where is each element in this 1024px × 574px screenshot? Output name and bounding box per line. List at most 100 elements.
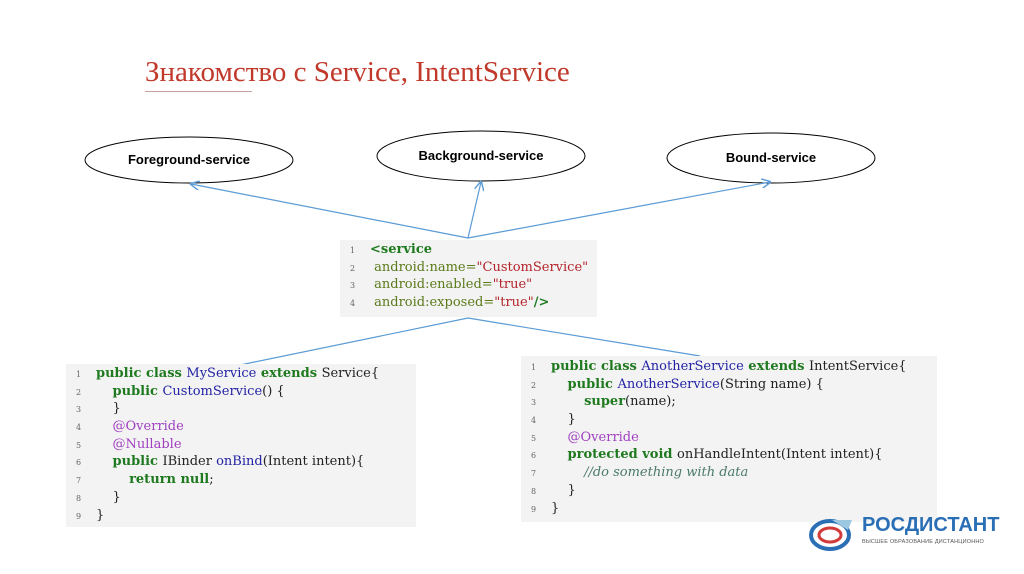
code-token: android:exposed= bbox=[370, 295, 495, 311]
code-token: } bbox=[551, 500, 560, 516]
code-token: public class bbox=[551, 359, 642, 374]
code-token: @Override bbox=[96, 419, 184, 435]
arrow-bound bbox=[467, 182, 770, 239]
code-token: extends bbox=[256, 366, 322, 381]
line-number: 4 bbox=[531, 416, 537, 426]
code-line: 8 } bbox=[521, 482, 937, 500]
code-line: 2 public CustomService() { bbox=[66, 383, 416, 401]
code-token bbox=[96, 384, 113, 399]
code-token: android:name= bbox=[370, 259, 477, 275]
line-number: 6 bbox=[531, 451, 537, 461]
code-token bbox=[551, 394, 584, 409]
slide-title: Знакомство с Service, IntentService bbox=[145, 56, 570, 88]
code-line: 4 } bbox=[521, 411, 937, 429]
line-number: 4 bbox=[76, 423, 82, 433]
code-line: 5 @Override bbox=[521, 429, 937, 447]
code-token bbox=[96, 454, 113, 469]
code-token: "true" bbox=[494, 295, 534, 311]
link-intentservice bbox=[467, 317, 701, 357]
code-token: ; bbox=[209, 472, 214, 488]
code-token: MyService bbox=[186, 366, 257, 381]
code-line: 6 protected void onHandleIntent(Intent i… bbox=[521, 446, 937, 464]
code-token: android:enabled= bbox=[370, 277, 493, 293]
code-token: AnotherService bbox=[641, 359, 744, 374]
line-number: 9 bbox=[76, 511, 82, 521]
line-number: 8 bbox=[531, 486, 537, 496]
line-number: 2 bbox=[76, 387, 82, 397]
line-number: 6 bbox=[76, 458, 82, 468]
code-line: 7 //do something with data bbox=[521, 464, 937, 482]
code-token: <service bbox=[370, 242, 433, 257]
code-token: public bbox=[112, 383, 163, 399]
code-token: //do something with data bbox=[584, 465, 749, 481]
code-token: public class bbox=[96, 366, 187, 381]
line-number: 7 bbox=[76, 476, 82, 486]
code-line: 9} bbox=[66, 507, 416, 525]
title-underline bbox=[145, 91, 252, 92]
code-token: extends bbox=[743, 359, 809, 374]
code-line: 4 @Override bbox=[66, 418, 416, 436]
code-token: return null bbox=[129, 472, 210, 488]
code-token: "true" bbox=[492, 277, 533, 293]
line-number: 9 bbox=[531, 504, 537, 514]
code-token: CustomService bbox=[162, 383, 263, 399]
code-token: super bbox=[584, 394, 626, 410]
code-line: 1 <service bbox=[340, 241, 597, 259]
code-line: 7 return null; bbox=[66, 471, 416, 489]
code-line: 5 @Nullable bbox=[66, 436, 416, 454]
code-token: /> bbox=[533, 295, 550, 311]
code-token: (Intent intent){ bbox=[262, 454, 365, 470]
code-token: } bbox=[96, 401, 121, 417]
myservice-snippet: 1 public class MyService extends Service{… bbox=[66, 364, 416, 527]
code-line: 2 public AnotherService(String name) { bbox=[521, 376, 937, 394]
line-number: 3 bbox=[76, 405, 82, 415]
code-line: 3 android:enabled="true" bbox=[340, 276, 597, 294]
line-number: 5 bbox=[76, 440, 82, 450]
arrow-foreground bbox=[191, 184, 469, 239]
logo-icon bbox=[809, 519, 852, 551]
code-token bbox=[551, 447, 568, 462]
code-token: Service{ bbox=[321, 366, 380, 381]
code-token bbox=[551, 377, 568, 392]
arrow-background bbox=[467, 182, 481, 239]
code-line: 8 } bbox=[66, 489, 416, 507]
label-foreground: Foreground-service bbox=[127, 152, 251, 167]
logo-name: РОСДИСТАНТ bbox=[862, 514, 1000, 536]
line-number: 1 bbox=[76, 370, 82, 379]
line-number: 5 bbox=[531, 433, 537, 443]
code-token: "CustomService" bbox=[476, 259, 589, 275]
line-number: 3 bbox=[350, 281, 356, 291]
line-number: 1 bbox=[350, 246, 356, 255]
code-token: onBind bbox=[216, 454, 263, 470]
code-line: 6 public IBinder onBind(Intent intent){ bbox=[66, 453, 416, 471]
code-token bbox=[551, 465, 584, 480]
code-line: 1 public class AnotherService extends Int… bbox=[521, 358, 937, 376]
logo-tagline: ВЫСШЕЕ ОБРАЗОВАНИЕ ДИСТАНЦИОННО bbox=[862, 539, 985, 545]
code-line: 1 public class MyService extends Service{ bbox=[66, 365, 416, 383]
code-token: (name); bbox=[625, 394, 676, 410]
code-token: IntentService{ bbox=[809, 359, 907, 374]
code-line: 4 android:exposed="true"/> bbox=[340, 294, 597, 312]
code-line: 3 super(name); bbox=[521, 393, 937, 411]
code-token: onHandleIntent(Intent intent){ bbox=[677, 447, 883, 463]
line-number: 2 bbox=[531, 380, 537, 390]
code-token: public bbox=[567, 376, 618, 392]
label-background: Background-service bbox=[418, 148, 544, 163]
line-number: 4 bbox=[350, 299, 356, 309]
code-line: 2 android:name="CustomService" bbox=[340, 259, 597, 277]
code-token: AnotherService bbox=[617, 376, 720, 392]
line-number: 8 bbox=[76, 493, 82, 503]
code-token: protected void bbox=[567, 447, 678, 463]
code-token: } bbox=[551, 482, 576, 498]
code-line: 9} bbox=[521, 500, 937, 518]
code-token bbox=[96, 472, 129, 487]
line-number: 2 bbox=[350, 263, 356, 273]
code-token: } bbox=[96, 489, 121, 505]
line-number: 1 bbox=[531, 363, 537, 372]
code-token: IBinder bbox=[162, 454, 217, 470]
code-token: (String name) { bbox=[719, 376, 824, 392]
link-myservice bbox=[239, 317, 469, 366]
code-token: public bbox=[112, 454, 163, 470]
